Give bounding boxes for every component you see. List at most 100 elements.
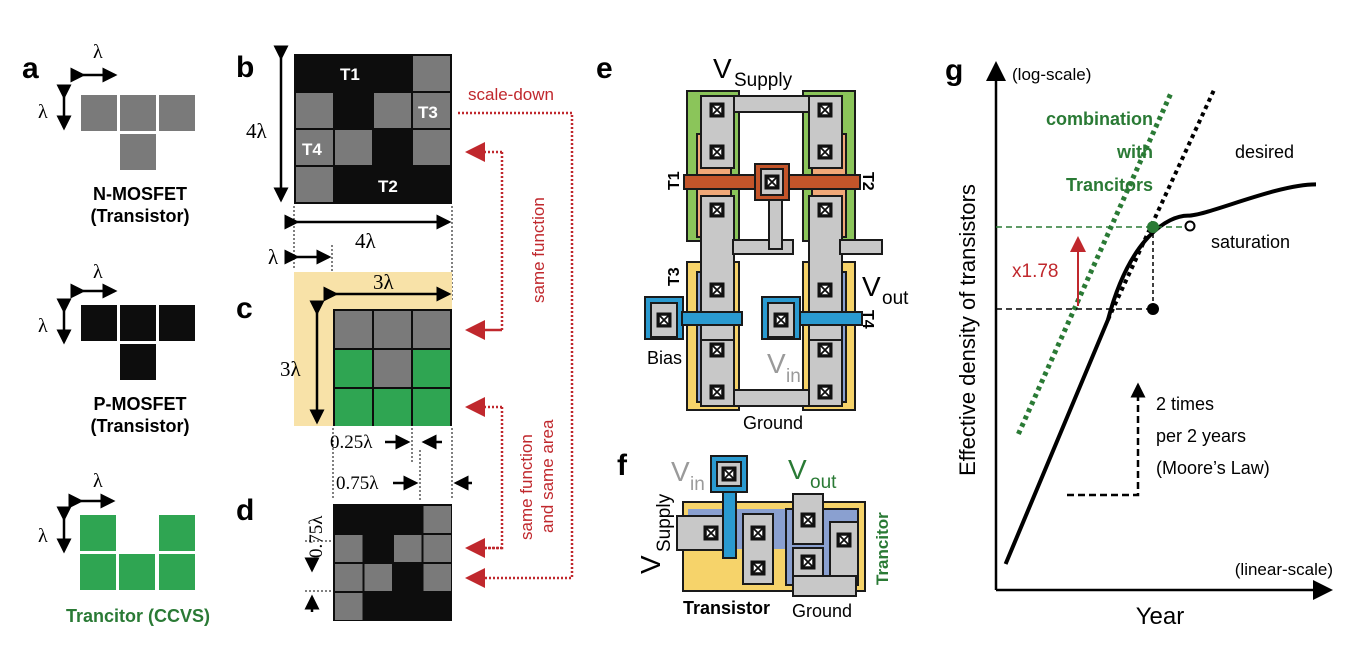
- vout-sub: out: [810, 472, 837, 493]
- grid-cell: [423, 593, 451, 620]
- grid-cell: [394, 593, 422, 620]
- b-height-label: 4λ: [246, 119, 268, 143]
- vin-sub: in: [690, 474, 705, 495]
- y-axis-label: Effective density of transistors: [955, 184, 980, 476]
- contacts: [656, 102, 833, 400]
- annotation-moore-2: per 2 years: [1156, 426, 1246, 446]
- ground-pad: [792, 575, 857, 597]
- annotation-combination-2: with: [1116, 142, 1153, 162]
- grid-cell: [413, 130, 450, 165]
- nmos-shape: [81, 95, 195, 170]
- panel-g-chart: g (log-scale) (linear-scale) Year Effect…: [945, 54, 1333, 630]
- grid-cell: [374, 56, 411, 91]
- x-scale-label: (linear-scale): [1235, 560, 1333, 579]
- lambda-label: λ: [93, 41, 103, 63]
- grid-cell: [374, 350, 411, 387]
- grid-cell: [335, 506, 363, 533]
- c-gap-label: 0.25λ: [330, 432, 373, 453]
- grid-cell: [335, 564, 363, 591]
- grid-cell: [296, 93, 333, 128]
- nmos-title: N-MOSFET: [93, 184, 187, 204]
- panel-label-b: b: [236, 51, 254, 84]
- contacts: [703, 466, 852, 576]
- annotation-combination-3: Trancitors: [1066, 175, 1153, 195]
- panel-label-a: a: [22, 52, 39, 85]
- b-width-label: 4λ: [355, 229, 377, 253]
- lambda-label: λ: [93, 261, 103, 283]
- vin-sub: in: [786, 366, 801, 387]
- grid-cell: [413, 311, 450, 348]
- y-scale-label: (log-scale): [1012, 65, 1091, 84]
- grid-cell: [364, 593, 392, 620]
- nmos-subtitle: (Transistor): [90, 206, 189, 226]
- d-height-label: 0.75λ: [306, 515, 327, 558]
- series-saturation: [1003, 182, 1317, 565]
- grid-cell: [296, 167, 333, 202]
- bias-label: Bias: [647, 348, 682, 368]
- lambda-label: λ: [38, 525, 48, 547]
- chart-marks: [996, 89, 1317, 565]
- c-height-label: 3λ: [280, 357, 302, 381]
- f-gate: [722, 491, 737, 559]
- ground-label: Ground: [743, 413, 803, 433]
- grid-cell: [423, 506, 451, 533]
- panel-f: f V in V out V Supply Transistor Ground …: [617, 449, 892, 621]
- grid-cell: [335, 167, 372, 202]
- pmos-subtitle: (Transistor): [90, 416, 189, 436]
- grid-cell: [335, 389, 372, 426]
- cell-label-t4: T4: [302, 140, 322, 159]
- grid-cell: [296, 56, 333, 91]
- trancitor-shape: [80, 515, 195, 590]
- panel-d: d 0.75λ 0.75λ: [236, 473, 472, 621]
- cell-label-t1: T1: [340, 65, 360, 84]
- same-function-area-label-2: and same area: [538, 419, 557, 533]
- panel-label-e: e: [596, 52, 613, 85]
- series-desired: [1106, 89, 1216, 321]
- grid-cell: [335, 535, 363, 562]
- vsupply-v: V: [635, 555, 666, 574]
- b-offset-label: λ: [268, 245, 279, 269]
- marker-current-point: [1147, 303, 1159, 315]
- annotation-combination-1: combination: [1046, 109, 1153, 129]
- transistor-label: Transistor: [683, 598, 770, 618]
- grid-cell: [423, 564, 451, 591]
- annotation-moore-1: 2 times: [1156, 394, 1214, 414]
- grid-cell: [423, 535, 451, 562]
- panel-label-c: c: [236, 292, 253, 325]
- label-t1: T1: [666, 171, 683, 190]
- cell-label-t3: T3: [418, 103, 438, 122]
- grid-cell: [335, 93, 372, 128]
- vsupply-v: V: [713, 53, 732, 84]
- grid-cell: [394, 535, 422, 562]
- panel-b: b T1 T2 T3 T4 4λ 4λ λ scale-down: [236, 45, 554, 300]
- vout-stub: [839, 239, 883, 255]
- ground-label: Ground: [792, 601, 852, 621]
- x-axis-label: Year: [1136, 603, 1185, 630]
- annotation-desired: desired: [1235, 142, 1294, 162]
- bias-pad: [650, 302, 678, 338]
- grid-cell: [335, 593, 363, 620]
- label-t3: T3: [666, 267, 683, 286]
- panel-e: e V Supply: [596, 52, 909, 433]
- grid-cell: [413, 93, 450, 128]
- b-grid: [296, 56, 450, 202]
- series-trancitor: [1016, 89, 1175, 436]
- grid-cell: [413, 350, 450, 387]
- same-function-area-label-1: same function: [517, 434, 536, 540]
- grid-cell: [374, 93, 411, 128]
- panel-label-g: g: [945, 54, 963, 87]
- c-width-label: 3λ: [373, 270, 395, 294]
- grid-cell: [394, 506, 422, 533]
- vsupply-sub: Supply: [654, 493, 675, 552]
- grid-cell: [335, 130, 372, 165]
- gate-t3: [681, 311, 743, 326]
- vsupply-rail: [732, 95, 811, 113]
- grid-cell: [335, 350, 372, 387]
- d-grid: [335, 506, 451, 620]
- grid-cell: [335, 311, 372, 348]
- vout-sub: out: [882, 288, 909, 309]
- grid-cell: [374, 311, 411, 348]
- panel-label-d: d: [236, 494, 254, 527]
- vout-v: V: [788, 454, 807, 485]
